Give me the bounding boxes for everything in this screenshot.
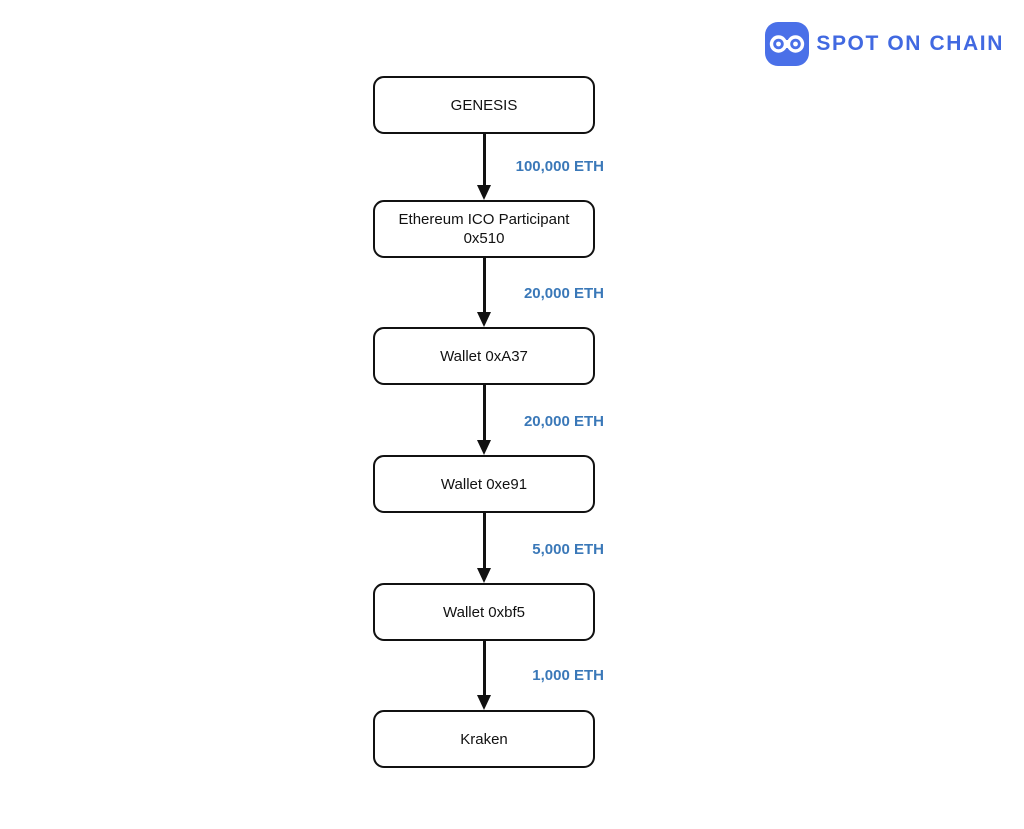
flow-arrow-line [483, 134, 486, 186]
node-label: Ethereum ICO Participant [398, 211, 570, 228]
node-kraken: Kraken [373, 710, 595, 768]
node-sublabel: 0x510 [463, 230, 505, 247]
node-wallet-0xe91: Wallet 0xe91 [373, 455, 595, 513]
spot-on-chain-logo: SPOT ON CHAIN [764, 21, 1004, 67]
arrow-down-icon [477, 440, 491, 455]
node-label: Wallet 0xe91 [440, 475, 528, 493]
edge-amount-label: 20,000 ETH [523, 285, 604, 302]
node-ethereum-ico-participant: Ethereum ICO Participant 0x510 [373, 200, 595, 258]
flow-arrow-line [483, 641, 486, 695]
node-label: Wallet 0xA37 [440, 347, 528, 365]
spot-on-chain-icon [764, 21, 810, 67]
node-genesis: GENESIS [373, 76, 595, 134]
edge-amount-label: 1,000 ETH [532, 667, 604, 684]
arrow-down-icon [477, 695, 491, 710]
arrow-down-icon [477, 185, 491, 200]
edge-amount-label: 20,000 ETH [523, 413, 604, 430]
arrow-down-icon [477, 568, 491, 583]
edge-amount-label: 5,000 ETH [532, 541, 604, 558]
flow-arrow-line [483, 385, 486, 441]
arrow-down-icon [477, 312, 491, 327]
node-label: GENESIS [450, 96, 518, 114]
node-label: Kraken [460, 730, 508, 748]
edge-amount-label: 100,000 ETH [515, 158, 604, 175]
flow-arrow-line [483, 258, 486, 312]
logo-wordmark: SPOT ON CHAIN [816, 32, 1004, 55]
node-label: Wallet 0xbf5 [443, 603, 525, 621]
flow-arrow-line [483, 513, 486, 568]
node-wallet-0xa37: Wallet 0xA37 [373, 327, 595, 385]
node-wallet-0xbf5: Wallet 0xbf5 [373, 583, 595, 641]
